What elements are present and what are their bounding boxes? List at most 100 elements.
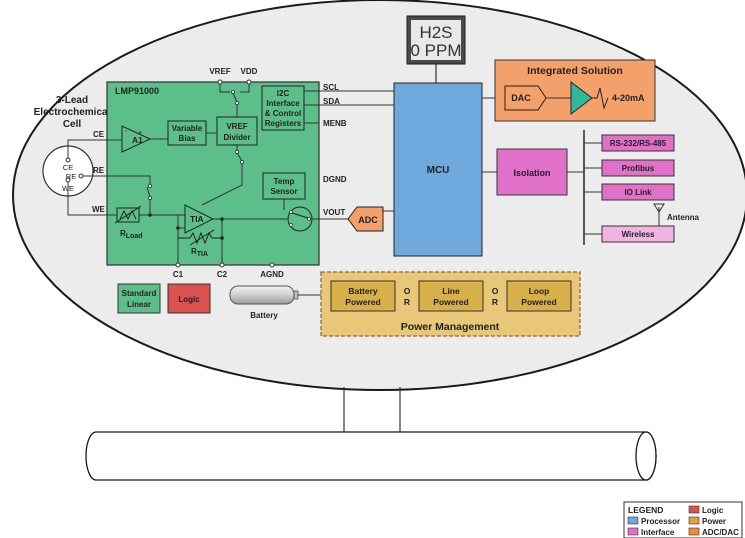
pin-menb-label: MENB <box>323 119 347 128</box>
pin-dgnd-label: DGND <box>323 175 347 184</box>
vref-divider-line1: VREF <box>226 122 247 131</box>
legend-swatch-power <box>688 516 700 525</box>
profibus-label: Profibus <box>622 164 655 173</box>
legend-label-adcdac: ADC/DAC <box>702 528 739 537</box>
legend-label-processor: Processor <box>641 517 680 526</box>
loop-powered-line1: Loop <box>529 286 550 296</box>
mcu-block: MCU <box>393 82 483 257</box>
i2c-line2: Interface <box>266 99 300 108</box>
wireless-box <box>601 225 675 243</box>
legend-swatch-logic <box>688 505 700 514</box>
adc-label: ADC <box>358 215 378 225</box>
pin-re-label: RE <box>93 166 105 175</box>
standard-linear-line2: Linear <box>127 300 151 309</box>
power-management: Battery Powered O R Line Powered O R Loo… <box>320 271 581 337</box>
cell-title-line1: 3-Lead <box>56 95 88 106</box>
pin-vout-label: VOUT <box>323 208 345 217</box>
rload-sub: Load <box>126 233 143 240</box>
pin-vdd-label: VDD <box>241 67 258 76</box>
output-label: 4-20mA <box>612 93 645 103</box>
loop-powered-box <box>506 280 572 312</box>
pin-ce-label: CE <box>93 130 105 139</box>
standard-linear-line1: Standard <box>122 289 157 298</box>
chip-title: LMP91000 <box>115 86 159 96</box>
variable-bias-line2: Bias <box>179 134 196 143</box>
legend-title: LEGEND <box>628 505 663 515</box>
rtia-sub: TIA <box>197 251 208 258</box>
legend: LEGEND Processor Interface Logic Power A… <box>623 501 743 538</box>
or-1-r: R <box>404 297 410 307</box>
line-powered-box <box>418 280 484 312</box>
pipe-mount <box>85 387 657 481</box>
variable-bias-line1: Variable <box>172 124 203 133</box>
battery-powered-line1: Battery <box>348 286 378 296</box>
rtia-main: R <box>191 247 197 256</box>
iolink-box <box>601 183 675 201</box>
integrated-solution: Integrated Solution DAC 4-20mA <box>482 59 656 122</box>
legend-label-power: Power <box>702 517 726 526</box>
integrated-title: Integrated Solution <box>527 65 623 77</box>
svg-text:RTIA: RTIA <box>191 247 208 258</box>
isolation-label: Isolation <box>513 168 550 178</box>
adc-block: ADC <box>347 206 384 232</box>
tia-label: TIA <box>190 214 204 224</box>
pin-vref-label: VREF <box>209 67 230 76</box>
cell-title-line2: Electrochemical <box>34 107 111 118</box>
rs232-label: RS-232/RS-485 <box>610 139 667 148</box>
temp-sensor-line2: Sensor <box>270 187 297 196</box>
profibus-box <box>601 159 675 177</box>
pin-c2-label: C2 <box>217 270 228 279</box>
electrochemical-cell: 3-Lead Electrochemical Cell CE RE WE CE … <box>34 95 111 216</box>
isolation-block: Isolation <box>482 130 585 245</box>
i2c-line3: & Control <box>265 109 301 118</box>
pin-sda-label: SDA <box>323 97 340 106</box>
logic-box <box>167 283 211 314</box>
line-powered-line1: Line <box>442 286 460 296</box>
pin-scl-label: SCL <box>323 83 339 92</box>
battery-icon: Battery <box>229 285 321 320</box>
or-1-o: O <box>404 286 411 296</box>
battery-powered-box <box>330 280 396 312</box>
pin-we-label: WE <box>92 205 106 214</box>
logic-box-label: Logic <box>178 295 200 304</box>
loop-powered-line2: Powered <box>521 297 556 307</box>
battery-powered-line2: Powered <box>345 297 380 307</box>
legend-swatch-adcdac <box>688 527 700 536</box>
interface-stack: RS-232/RS-485 Profibus IO Link Antenna W… <box>584 134 700 243</box>
iolink-label: IO Link <box>624 188 652 197</box>
legend-swatch-processor <box>627 516 639 525</box>
svg-text:-: - <box>125 128 128 135</box>
gas-display: H2S 0 PPM <box>406 15 466 83</box>
cell-re-inner: RE <box>66 172 76 181</box>
dac-label: DAC <box>511 93 531 103</box>
legend-label-interface: Interface <box>641 528 675 537</box>
mcu-label: MCU <box>427 165 450 176</box>
legend-swatch-interface <box>627 527 639 536</box>
battery-label: Battery <box>250 311 278 320</box>
temp-sensor-line1: Temp <box>274 177 295 186</box>
display-line2: 0 PPM <box>410 41 461 60</box>
power-management-title: Power Management <box>401 321 500 333</box>
rs232-box <box>601 134 675 152</box>
cell-title-line3: Cell <box>63 119 82 130</box>
or-2-r: R <box>492 297 498 307</box>
svg-text:RLoad: RLoad <box>120 229 143 240</box>
i2c-line1: I2C <box>277 89 290 98</box>
rload-main: R <box>120 229 126 238</box>
i2c-line4: Registers <box>265 119 302 128</box>
pin-agnd-label: AGND <box>260 270 284 279</box>
vref-divider-line2: Divider <box>223 133 250 142</box>
lmp91000-chip: LMP91000 VREF VDD A1 - + Variable Bias V… <box>106 67 347 279</box>
antenna-label: Antenna <box>667 213 700 222</box>
a1-label: A1 <box>132 135 143 145</box>
standard-linear-box <box>117 283 161 314</box>
pin-c1-label: C1 <box>173 270 184 279</box>
display-line1: H2S <box>419 23 452 42</box>
or-2-o: O <box>492 286 499 296</box>
legend-label-logic: Logic <box>702 506 724 515</box>
cell-ce-inner: CE <box>63 163 73 172</box>
line-powered-line2: Powered <box>433 297 468 307</box>
wireless-label: Wireless <box>622 230 655 239</box>
svg-text:+: + <box>138 130 142 137</box>
